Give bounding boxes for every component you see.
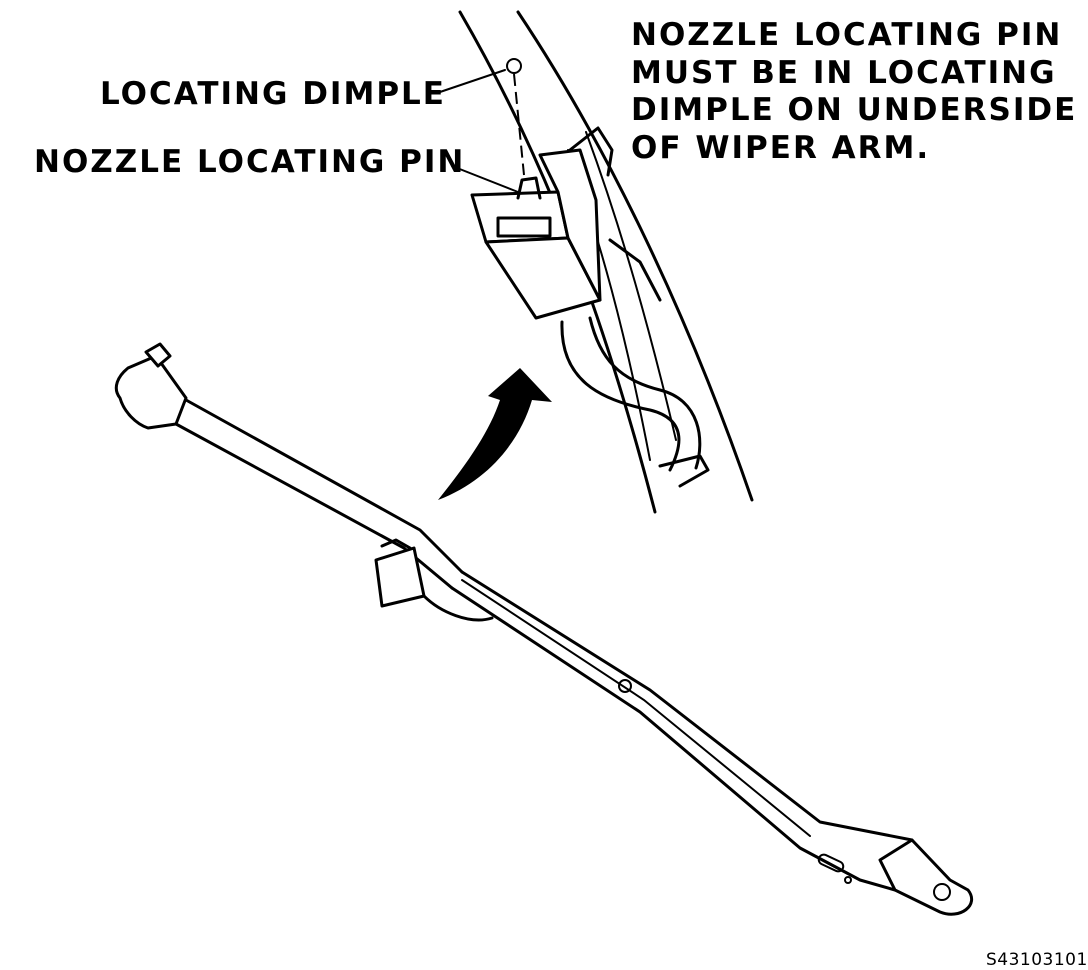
callout-nozzle-locating-pin: NOZZLE LOCATING PIN — [34, 144, 466, 180]
detail-arm-rib-right — [585, 131, 677, 441]
arm-rod-top-edge — [184, 398, 464, 574]
curved-arrow-icon — [438, 368, 552, 500]
detail-arm-edge-inner — [516, 10, 754, 502]
arm-hose — [422, 594, 494, 622]
note-line: NOZZLE LOCATING PIN — [631, 17, 1063, 53]
nozzle-body-top — [538, 148, 602, 302]
figure-id: S43103101 — [986, 950, 1088, 970]
note-line: OF WIPER ARM. — [631, 129, 931, 166]
note-line: DIMPLE ON UNDERSIDE — [631, 92, 1078, 128]
nozzle-hose-tube-b — [588, 316, 702, 470]
nozzle-slot — [496, 216, 552, 238]
leader-line-nozzle-pin — [451, 165, 519, 193]
arm-pivot-head — [878, 838, 974, 916]
arm-rivet-hole — [618, 679, 632, 693]
washer-nozzle-detail — [470, 148, 710, 488]
arm-nozzle-body — [374, 546, 426, 608]
hose-clip — [658, 454, 710, 488]
nozzle-pin-post — [516, 176, 542, 200]
note-line: MUST BE IN LOCATING — [631, 54, 1057, 91]
leader-line-locating-dimple — [439, 69, 506, 93]
detail-arm-flange-lower — [608, 238, 662, 302]
arm-small-hole — [844, 876, 852, 884]
arm-tip-hook — [114, 354, 188, 430]
arm-bar-top-edge — [460, 570, 914, 842]
locating-dimple — [506, 58, 525, 176]
callout-locating-dimple: LOCATING DIMPLE — [100, 76, 446, 112]
arm-bar-crease — [461, 579, 811, 837]
arm-bar-bottom-edge — [450, 586, 897, 892]
pivot-hole — [933, 883, 951, 901]
detail-arm-flange — [568, 126, 614, 177]
arm-rod-bottom-edge — [174, 422, 454, 590]
arm-nozzle-top — [380, 538, 412, 550]
arm-slot — [817, 853, 845, 873]
instruction-note: NOZZLE LOCATING PIN MUST BE IN LOCATING … — [631, 17, 1077, 167]
wiper-arm-assembly — [114, 342, 974, 916]
dimple-circle — [506, 58, 522, 74]
arm-tip-nib — [144, 342, 172, 368]
nozzle-hose-tube-a — [560, 320, 681, 472]
